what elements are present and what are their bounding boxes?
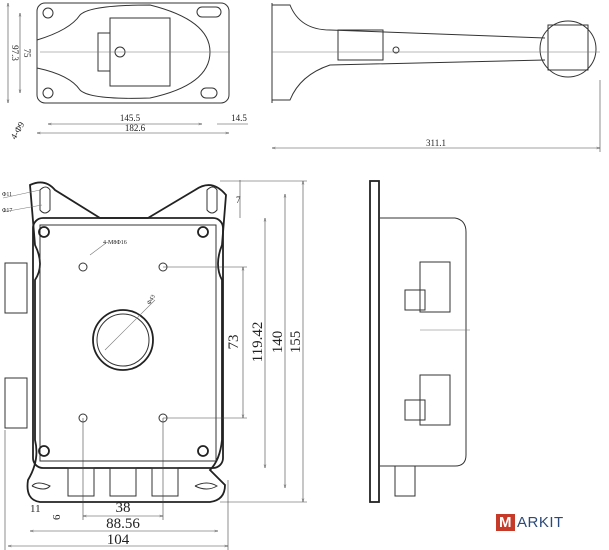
dim-holes: 4-Φ9 bbox=[8, 120, 26, 142]
dim-phi11: Φ11 bbox=[2, 192, 12, 198]
dim-14-5: 14.5 bbox=[231, 113, 247, 123]
logo-m: M bbox=[496, 514, 515, 531]
dim-104: 104 bbox=[107, 532, 130, 548]
logo-rest: ARKIT bbox=[517, 514, 564, 531]
dim-182-6: 182.6 bbox=[125, 123, 146, 133]
dim-phi17: Φ17 bbox=[2, 208, 12, 214]
dim-38: 38 bbox=[116, 500, 131, 516]
side-view-box bbox=[369, 180, 470, 503]
dim-311-1: 311.1 bbox=[426, 138, 446, 148]
dim-97-3: 97.3 bbox=[10, 45, 20, 61]
dim-155: 155 bbox=[288, 331, 304, 354]
dim-7: 7 bbox=[236, 195, 241, 205]
dim-140: 140 bbox=[270, 331, 286, 354]
dim-phi43: Φ43 bbox=[147, 294, 157, 306]
dim-11: 11 bbox=[30, 503, 41, 515]
dim-6: 6 bbox=[51, 514, 63, 520]
dim-119-42: 119.42 bbox=[250, 322, 266, 363]
front-view: Φ11 Φ17 4-M8Φ16 Φ43 73 119.42 140 155 7 … bbox=[2, 180, 307, 550]
top-view: 97.3 75 4-Φ9 145.5 182.6 14.5 bbox=[8, 2, 248, 142]
dim-73: 73 bbox=[226, 335, 242, 350]
dim-145-5: 145.5 bbox=[120, 113, 141, 123]
dim-88-56: 88.56 bbox=[106, 516, 140, 532]
dim-thread: 4-M8Φ16 bbox=[103, 240, 127, 246]
dim-75: 75 bbox=[22, 49, 32, 59]
side-view-arm: 311.1 bbox=[271, 3, 601, 152]
